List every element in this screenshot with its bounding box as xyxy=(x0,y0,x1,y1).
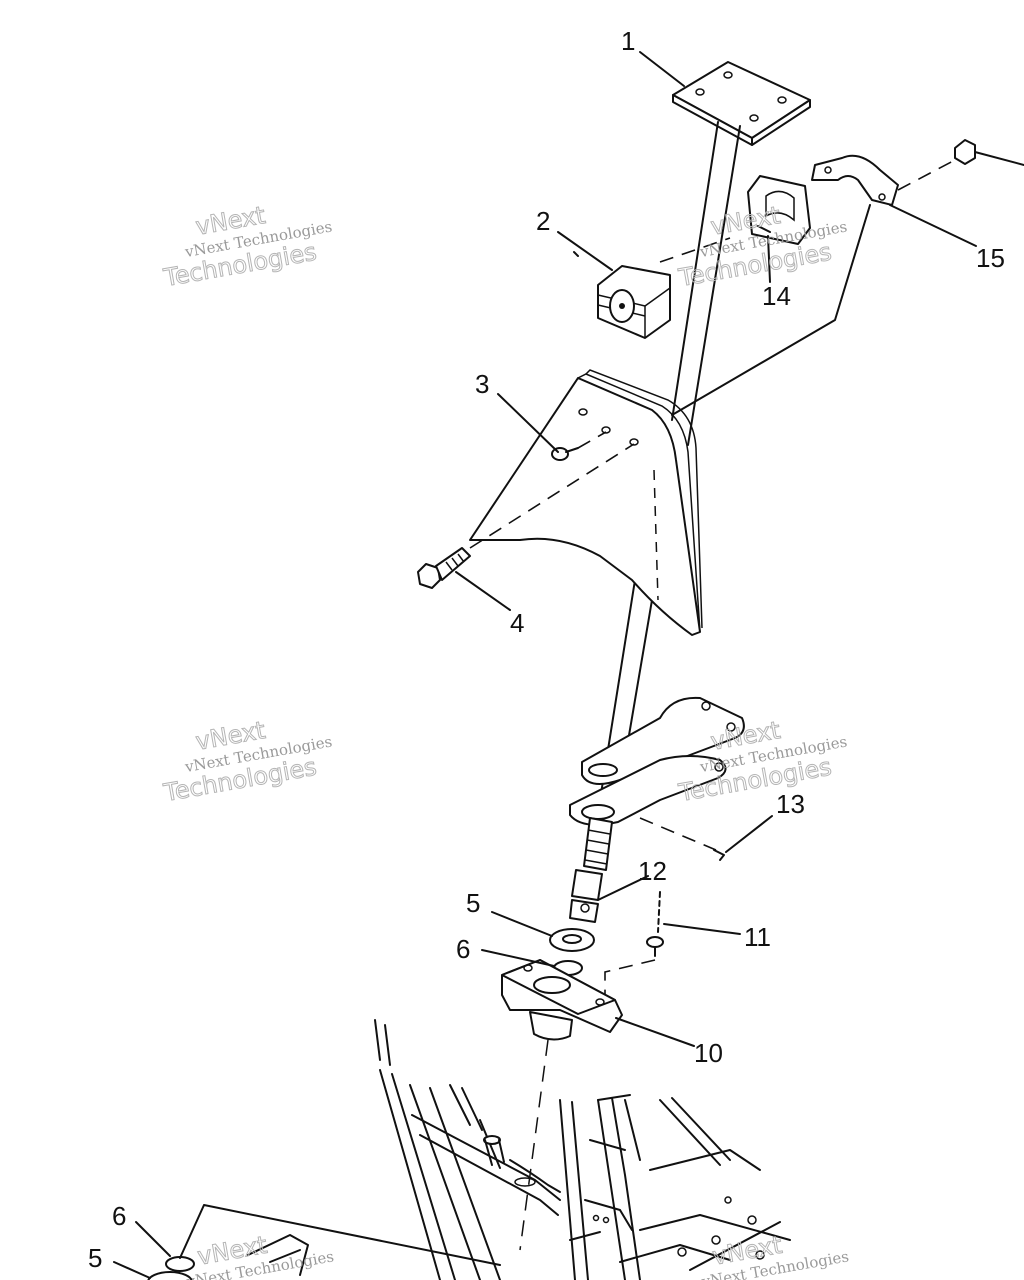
cotter-pin xyxy=(713,849,725,861)
watermark-bottom-right: vNext vNext Technologies xyxy=(699,1230,850,1280)
cover-bolt xyxy=(417,443,635,589)
label-part-4: 4 xyxy=(510,608,524,638)
watermark-bottom-left: vNext vNext Technologies xyxy=(184,1230,335,1280)
label-part-14: 14 xyxy=(762,281,791,311)
vehicle-frame xyxy=(147,1019,791,1280)
label-part-5: 5 xyxy=(466,888,480,918)
label-part-2: 2 xyxy=(536,206,550,236)
steering-clamp xyxy=(811,139,1024,206)
bearing-block xyxy=(501,959,623,1251)
label-part-6: 6 xyxy=(456,934,470,964)
steering-bushing xyxy=(597,237,731,339)
part-labels: 1 2 3 4 5 6 10 11 12 13 14 15 6 5 xyxy=(88,26,1005,1273)
support-bracket xyxy=(569,696,745,851)
washer xyxy=(549,928,595,952)
leader-lines xyxy=(113,51,977,1279)
lower-shaft-spline xyxy=(569,817,613,923)
watermark-top-right: vNext vNext Technologies Technologies xyxy=(675,201,848,293)
bushing-half xyxy=(747,175,811,245)
label-part-6-lower: 6 xyxy=(112,1201,126,1231)
handlebar-mount-plate xyxy=(672,61,811,146)
rivet xyxy=(604,891,664,1005)
watermark-top-left: vNext vNext Technologies Technologies xyxy=(160,201,333,293)
label-part-10: 10 xyxy=(694,1038,723,1068)
label-part-13: 13 xyxy=(776,789,805,819)
steering-cover xyxy=(469,369,703,636)
label-part-3: 3 xyxy=(475,369,489,399)
label-part-11: 11 xyxy=(744,922,771,952)
label-part-12: 12 xyxy=(638,856,667,886)
label-part-1: 1 xyxy=(621,26,635,56)
label-part-15: 15 xyxy=(976,243,1005,273)
watermark-mid-left: vNext vNext Technologies Technologies xyxy=(160,716,333,808)
label-part-5-lower: 5 xyxy=(88,1243,102,1273)
